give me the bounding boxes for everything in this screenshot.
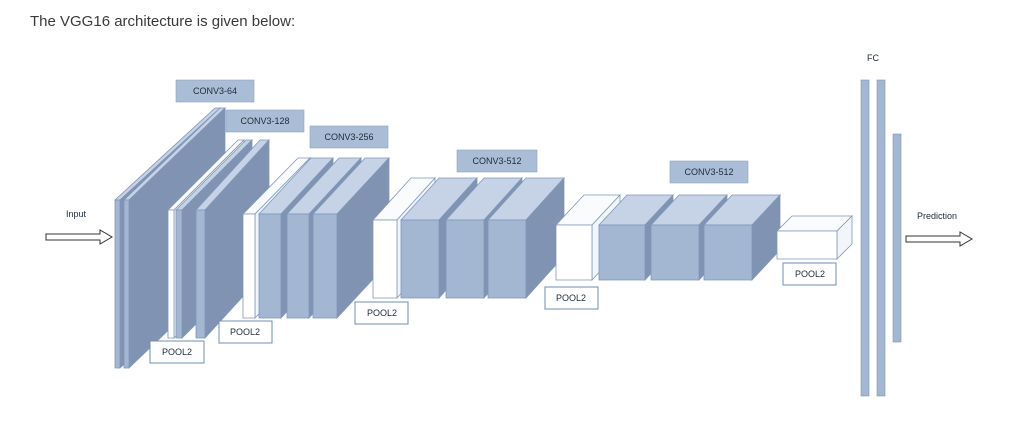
- input-label: Input: [66, 209, 87, 219]
- conv-tag-2-label: CONV3-128: [240, 116, 289, 126]
- pool-box-5: POOL2: [782, 262, 837, 286]
- fc-layer-2: [876, 79, 886, 397]
- conv-tag-4: CONV3-512: [456, 149, 538, 173]
- input-arrow: [45, 229, 113, 245]
- stage2-conv-b: [195, 138, 270, 340]
- prediction-label: Prediction: [917, 211, 957, 221]
- pool-label-1: POOL2: [162, 347, 192, 357]
- fc-layer-1: [860, 79, 870, 397]
- pool-box-3: POOL2: [354, 301, 409, 325]
- pool-label-2: POOL2: [230, 327, 260, 337]
- stage5-pool: [776, 215, 853, 260]
- conv-tag-1-label: CONV3-64: [193, 86, 237, 96]
- conv-tag-5: CONV3-512: [669, 160, 749, 184]
- pool-label-3: POOL2: [367, 308, 397, 318]
- prediction-arrow: [905, 231, 973, 247]
- pool-box-2: POOL2: [218, 320, 273, 344]
- conv-tag-2: CONV3-128: [225, 109, 305, 133]
- conv-tag-3: CONV3-256: [309, 125, 389, 149]
- stage4-conv-c: [487, 176, 565, 300]
- conv-tag-4-label: CONV3-512: [472, 156, 521, 166]
- intro-text: The VGG16 architecture is given below:: [30, 13, 296, 30]
- layer-blocks: [113, 107, 853, 369]
- fc-label: FC: [867, 53, 879, 63]
- fc-layer-3: [892, 133, 902, 343]
- pool-label-5: POOL2: [795, 269, 825, 279]
- conv-tag-1: CONV3-64: [175, 79, 255, 103]
- fc-layers: [860, 79, 902, 397]
- pool-box-1: POOL2: [149, 340, 205, 364]
- conv-tag-3-label: CONV3-256: [324, 132, 373, 142]
- stage5-conv-c: [703, 193, 781, 282]
- pool-label-4: POOL2: [556, 293, 586, 303]
- pool-box-4: POOL2: [544, 286, 599, 310]
- stage3-conv-c: [312, 156, 390, 320]
- conv-tag-5-label: CONV3-512: [684, 167, 733, 177]
